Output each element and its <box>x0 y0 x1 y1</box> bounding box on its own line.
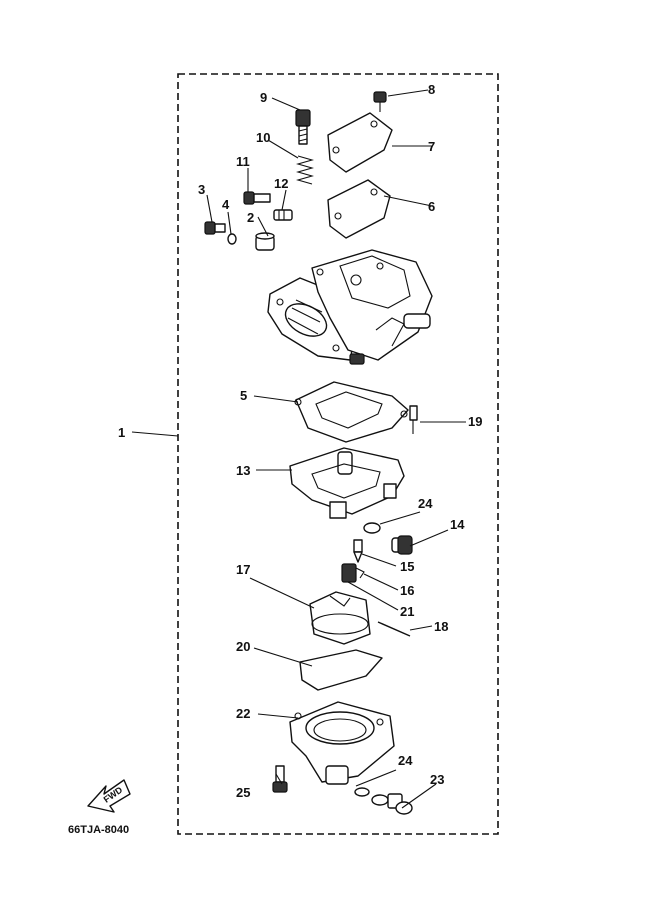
carburetor-body <box>267 249 433 365</box>
callout-10: 10 <box>256 130 270 145</box>
part-10-spring <box>295 155 315 185</box>
reference-code: 66TJA-8040 <box>68 824 129 836</box>
callout-5: 5 <box>240 388 247 403</box>
callout-13: 13 <box>236 463 250 478</box>
part-15-needle-valve <box>353 539 363 563</box>
part-3-screw <box>204 221 226 235</box>
assembly-frame <box>177 73 499 835</box>
callout-25: 25 <box>236 785 250 800</box>
part-8-screw <box>373 91 387 112</box>
part-4-washer <box>227 233 237 245</box>
callout-2: 2 <box>247 210 254 225</box>
callout-23: 23 <box>430 772 444 787</box>
callout-9: 9 <box>260 90 267 105</box>
callout-15: 15 <box>400 559 414 574</box>
part-6-plate <box>327 179 391 239</box>
part-19-needle <box>409 405 418 434</box>
callout-21: 21 <box>400 604 414 619</box>
callout-24-lower: 24 <box>398 753 413 768</box>
part-9-screw <box>295 109 311 145</box>
callout-6: 6 <box>428 199 435 214</box>
callout-22: 22 <box>236 706 250 721</box>
callout-14: 14 <box>450 517 465 532</box>
part-13-chamber <box>289 447 405 519</box>
part-21-jet <box>341 563 357 583</box>
part-14-plug <box>391 535 413 555</box>
callout-16: 16 <box>400 583 414 598</box>
part-17-float <box>309 591 371 645</box>
part-2-collar <box>255 232 275 251</box>
part-16-clip <box>355 567 365 579</box>
part-22-float-bowl <box>289 701 395 785</box>
callout-17: 17 <box>236 562 250 577</box>
part-23-drain-screw <box>371 793 413 815</box>
part-24-gasket <box>363 522 381 534</box>
leader-lines <box>131 89 466 809</box>
callout-labels: 1 2 3 4 5 6 7 8 9 10 11 12 13 14 15 16 1… <box>118 82 482 800</box>
callout-4: 4 <box>222 197 230 212</box>
callout-12: 12 <box>274 176 288 191</box>
callout-7: 7 <box>428 139 435 154</box>
callout-20: 20 <box>236 639 250 654</box>
callout-18: 18 <box>434 619 448 634</box>
callout-8: 8 <box>428 82 435 97</box>
callout-24-upper: 24 <box>418 496 433 511</box>
part-24-lower-gasket <box>354 787 370 797</box>
part-18-pin <box>377 621 411 637</box>
callout-11: 11 <box>236 154 250 169</box>
part-25-screw <box>272 765 288 793</box>
part-20-gasket <box>299 649 383 691</box>
callout-1: 1 <box>118 425 125 440</box>
fwd-arrow-icon: FWD <box>87 779 131 813</box>
callout-19: 19 <box>468 414 482 429</box>
callout-3: 3 <box>198 182 205 197</box>
part-11-screw <box>243 191 271 205</box>
part-12-screw <box>273 209 293 221</box>
part-7-gasket <box>327 112 393 173</box>
part-5-gasket <box>295 381 409 443</box>
